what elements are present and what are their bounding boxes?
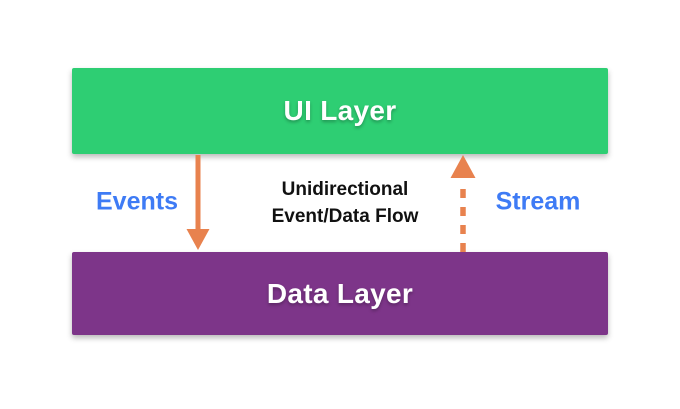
stream-label: Stream xyxy=(495,187,581,216)
events-down-arrowhead-icon xyxy=(186,229,210,250)
events-label: Events xyxy=(96,187,178,216)
data-layer-label: Data Layer xyxy=(266,277,414,309)
ui-layer-label: UI Layer xyxy=(283,95,397,126)
flow-caption-line1: Unidirectional xyxy=(281,179,409,200)
flow-caption-line2: Event/Data Flow xyxy=(271,206,419,227)
ui-layer-box: UI Layer xyxy=(72,68,608,154)
data-layer-box: Data Layer xyxy=(72,252,608,335)
flow-caption: Unidirectional Event/Data Flow xyxy=(272,176,419,230)
stream-up-arrowhead-icon xyxy=(450,155,476,178)
